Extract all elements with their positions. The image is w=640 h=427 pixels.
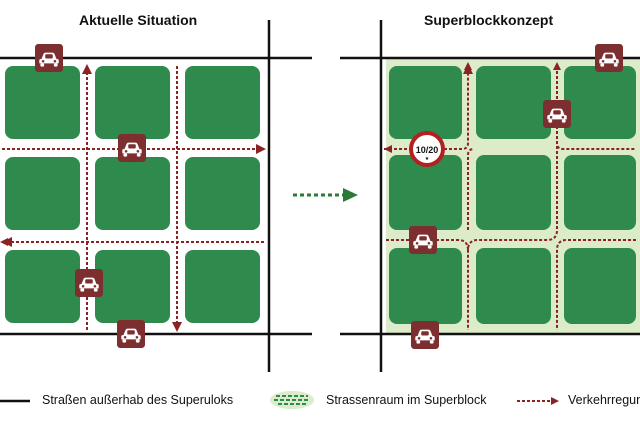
city-block	[5, 157, 80, 230]
car-icon	[411, 321, 439, 349]
city-block	[564, 248, 636, 324]
current-situation-panel	[0, 20, 312, 372]
city-block	[5, 250, 80, 323]
svg-text:★: ★	[425, 156, 430, 162]
car-icon	[409, 226, 437, 254]
car-icon	[75, 269, 103, 297]
title-superblock-concept: Superblockkonzept	[424, 12, 554, 28]
legend	[0, 391, 559, 409]
city-block	[476, 248, 551, 324]
city-blocks-left	[5, 66, 260, 323]
city-block	[185, 250, 260, 323]
superblock-panel: 10/20 ★	[340, 20, 640, 372]
car-icon	[118, 134, 146, 162]
city-block	[185, 66, 260, 139]
legend-label-street-space: Strassenraum im Superblock	[326, 393, 487, 407]
city-block	[389, 248, 462, 324]
city-block	[389, 155, 462, 230]
legend-label-traffic: Verkehrregun	[568, 393, 640, 407]
city-block	[564, 155, 636, 230]
city-block	[476, 66, 551, 139]
car-icon	[595, 44, 623, 72]
city-block	[564, 66, 636, 139]
speed-limit-sign-icon: 10/20 ★	[409, 131, 445, 167]
city-block	[95, 157, 170, 230]
title-current-situation: Aktuelle Situation	[79, 12, 198, 28]
green-dashed-area-icon	[270, 391, 314, 409]
city-block	[389, 66, 462, 139]
speed-limit-label: 10/20	[416, 145, 439, 155]
city-block	[476, 155, 551, 230]
car-icon	[117, 320, 145, 348]
legend-label-outer-roads: Straßen außerhab des Superuloks	[42, 393, 234, 407]
car-icon	[543, 100, 571, 128]
green-arrow-icon	[293, 188, 358, 202]
city-blocks-right	[389, 66, 636, 324]
city-block	[95, 250, 170, 323]
city-block	[95, 66, 170, 139]
outer-roads-right	[340, 20, 640, 372]
city-block	[5, 66, 80, 139]
car-icon	[35, 44, 63, 72]
red-dotted-arrow-icon	[517, 397, 559, 405]
traffic-flow-right	[384, 64, 636, 330]
city-block	[185, 157, 260, 230]
